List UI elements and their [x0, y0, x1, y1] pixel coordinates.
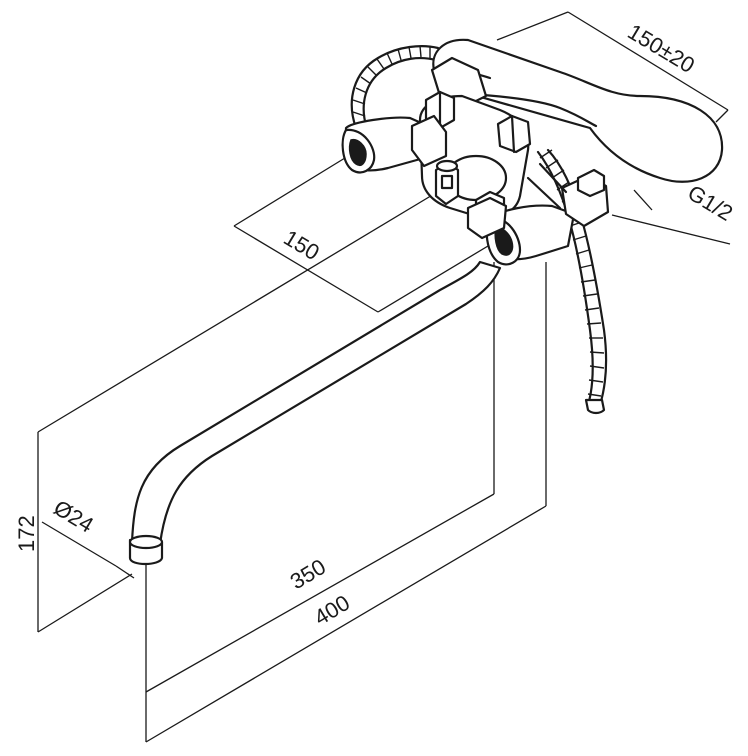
- dimension-thread: G1/2: [611, 180, 737, 245]
- label-reach-inner: 350: [286, 554, 330, 594]
- label-height: 172: [14, 515, 39, 552]
- label-center-distance: 150: [279, 225, 323, 265]
- dimension-reach: 350 400: [145, 262, 547, 743]
- spout: [128, 260, 502, 566]
- dimension-height: 172: [14, 187, 445, 633]
- hand-shower: [432, 38, 724, 183]
- dimension-diameter: Ø24: [41, 495, 135, 579]
- left-handle: [341, 90, 456, 174]
- label-thread: G1/2: [683, 180, 737, 226]
- label-reach-outer: 400: [310, 590, 354, 630]
- wall-connection-right: [496, 114, 610, 228]
- hose-loop: [350, 45, 440, 134]
- spout-collar: [466, 196, 508, 240]
